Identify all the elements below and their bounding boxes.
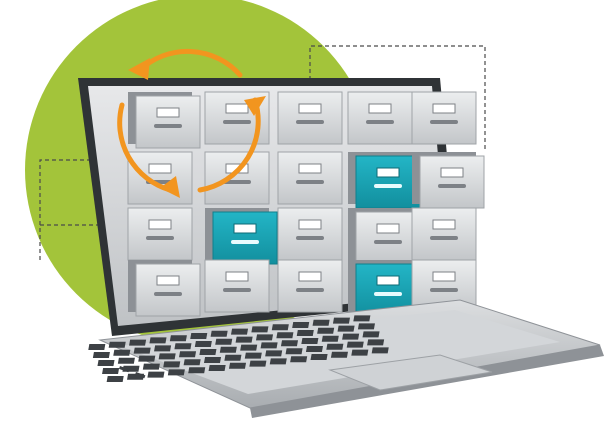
cabinet-drawer [348, 208, 421, 265]
label-slot-icon [432, 271, 456, 282]
cabinet-drawer [347, 91, 413, 145]
cabinet-drawer [127, 207, 193, 261]
label-slot-icon [225, 103, 249, 114]
cabinet-drawer [277, 151, 343, 205]
label-slot-icon [148, 163, 172, 174]
label-slot-icon [298, 219, 322, 230]
sync-arrows-icon [117, 48, 266, 198]
drawer-handle-icon [430, 236, 458, 240]
drawer-handle-icon [430, 120, 458, 124]
dashed-connectors [39, 45, 486, 260]
cabinet-drawer [411, 91, 477, 145]
cabinet-drawer [204, 151, 270, 205]
label-slot-icon [156, 107, 180, 118]
cabinet-drawer [127, 151, 193, 205]
filing-cabinet-grid [127, 91, 485, 317]
drawer-handle-icon [154, 124, 182, 128]
label-slot-icon [432, 103, 456, 114]
trackpad [328, 354, 493, 391]
drawer-handle-icon [154, 292, 182, 296]
label-slot-icon [233, 223, 257, 234]
label-slot-icon [376, 275, 400, 286]
cabinet-drawer [128, 260, 201, 317]
label-slot-icon [376, 223, 400, 234]
drawer-handle-icon [296, 120, 324, 124]
cabinet-drawer [277, 91, 343, 145]
label-slot-icon [148, 219, 172, 230]
drawer-handle-icon [374, 240, 402, 244]
label-slot-icon [376, 167, 400, 178]
cabinet-drawer [277, 259, 343, 313]
drawer-handle-icon [438, 184, 466, 188]
cabinet-drawer [277, 207, 343, 261]
cabinet-drawer [412, 152, 485, 209]
drawer-handle-icon [366, 120, 394, 124]
cabinet-drawer [205, 208, 278, 265]
cabinet-drawer [411, 207, 477, 261]
drawer-handle-icon [374, 184, 402, 188]
drawer-handle-icon [296, 236, 324, 240]
drawer-handle-icon [296, 288, 324, 292]
cabinet-drawer [204, 259, 270, 313]
label-slot-icon [298, 163, 322, 174]
cabinet-drawer [348, 152, 421, 209]
drawer-handle-icon [374, 292, 402, 296]
cabinet-drawer [128, 92, 201, 149]
drawer-handle-icon [296, 180, 324, 184]
label-slot-icon [440, 167, 464, 178]
keyboard [88, 315, 389, 382]
drawer-handle-icon [146, 236, 174, 240]
drawer-handle-icon [231, 240, 259, 244]
label-slot-icon [225, 271, 249, 282]
label-slot-icon [298, 271, 322, 282]
label-slot-icon [156, 275, 180, 286]
drawer-handle-icon [223, 180, 251, 184]
label-slot-icon [298, 103, 322, 114]
drawer-handle-icon [223, 288, 251, 292]
label-slot-icon [368, 103, 392, 114]
drawer-handle-icon [430, 288, 458, 292]
drawer-handle-icon [223, 120, 251, 124]
label-slot-icon [432, 219, 456, 230]
side-ports [102, 360, 146, 379]
